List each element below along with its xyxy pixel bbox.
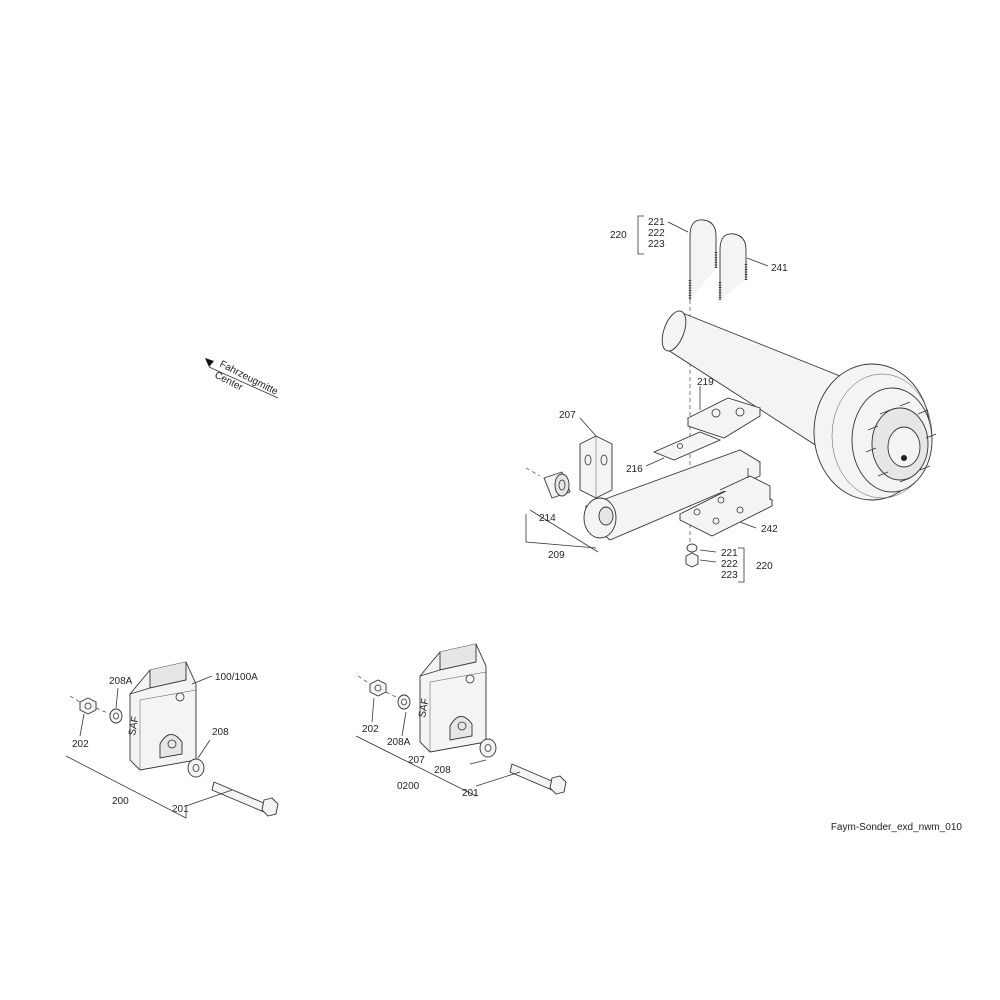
nut-bottom xyxy=(685,552,699,568)
label-219: 219 xyxy=(697,377,714,388)
label-222-top: 222 xyxy=(648,228,665,239)
washer-208A-mid xyxy=(397,694,411,710)
direction-arrow-icon xyxy=(205,358,214,367)
axle-tube-end xyxy=(661,310,687,352)
washer-208A-left xyxy=(109,708,123,724)
label-207-mid: 207 xyxy=(408,755,425,766)
label-208A-left: 208A xyxy=(109,676,133,687)
label-202-left: 202 xyxy=(72,739,89,750)
hanger-bracket-top xyxy=(579,435,613,499)
bracket-assembly-200: SAF xyxy=(69,661,279,817)
part-labels: 220 221 222 223 241 219 207 216 214 209 … xyxy=(72,217,788,815)
wheel-studs xyxy=(865,401,937,483)
label-242: 242 xyxy=(761,524,778,535)
label-202-mid: 202 xyxy=(362,724,379,735)
washer-208-mid xyxy=(479,738,497,758)
label-201-left: 201 xyxy=(172,804,189,815)
label-222-bottom: 222 xyxy=(721,559,738,570)
hub-cap xyxy=(887,426,921,468)
u-bolt-2 xyxy=(719,233,747,300)
label-223-top: 223 xyxy=(648,239,665,250)
bottom-plate xyxy=(678,468,774,537)
label-216: 216 xyxy=(626,464,643,475)
label-100-100A: 100/100A xyxy=(215,672,258,683)
label-200: 200 xyxy=(112,796,129,807)
svg-text:SAF: SAF xyxy=(417,697,431,718)
trailing-arm xyxy=(583,449,761,541)
nut-202-mid xyxy=(369,679,387,697)
label-221-bottom: 221 xyxy=(721,548,738,559)
svg-text:SAF: SAF xyxy=(127,715,141,736)
label-208A-mid: 208A xyxy=(387,737,411,748)
label-209: 209 xyxy=(548,550,565,561)
label-220-top: 220 xyxy=(610,230,627,241)
label-207-top: 207 xyxy=(559,410,576,421)
bracket-assembly-0200: SAF xyxy=(357,643,567,795)
washer-bottom xyxy=(686,543,698,553)
label-208-left: 208 xyxy=(212,727,229,738)
leader-lines xyxy=(65,215,769,819)
direction-line xyxy=(208,366,279,399)
u-bolt-1 xyxy=(689,219,717,300)
label-208-mid: 208 xyxy=(434,765,451,776)
label-220-bottom: 220 xyxy=(756,561,773,572)
drawing-id: Faym-Sonder_exd_nwm_010 xyxy=(830,822,962,833)
direction-indicator: Fahrzeugmitte Center xyxy=(205,358,280,399)
label-0200: 0200 xyxy=(397,781,420,792)
brake-drum-hub xyxy=(813,363,937,501)
axle xyxy=(661,310,841,449)
nut-202-left xyxy=(79,697,97,715)
label-241: 241 xyxy=(771,263,788,274)
label-223-bottom: 223 xyxy=(721,570,738,581)
spring-pad xyxy=(652,431,722,461)
label-214: 214 xyxy=(539,513,556,524)
label-221-top: 221 xyxy=(648,217,665,228)
washer-208-left xyxy=(187,758,205,778)
bolt-201-mid xyxy=(509,763,555,791)
bolt-201-left xyxy=(211,781,267,813)
u-bolt-assembly-top xyxy=(688,219,748,545)
label-201-mid: 201 xyxy=(462,788,479,799)
bushing xyxy=(543,471,571,499)
